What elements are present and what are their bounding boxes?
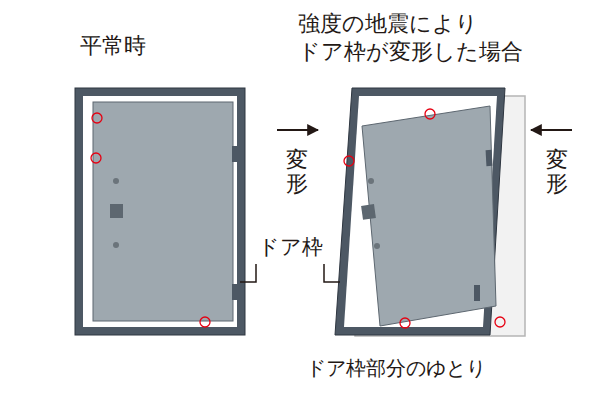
door-normal	[75, 88, 245, 335]
leader-line	[240, 264, 256, 282]
force-label: 変形	[286, 148, 308, 196]
state-label: 強度の地震により ドア枠が変形した場合	[298, 10, 548, 65]
force-arrow	[277, 129, 318, 131]
part-label: ドア枠	[256, 234, 325, 260]
leader-line	[324, 264, 340, 282]
caption: ドア枠部分のゆとり	[306, 356, 486, 381]
state-label: 平常時	[80, 32, 146, 60]
force-arrow	[531, 129, 572, 131]
force-label: 変形	[546, 148, 568, 196]
door-deformed	[335, 88, 525, 336]
